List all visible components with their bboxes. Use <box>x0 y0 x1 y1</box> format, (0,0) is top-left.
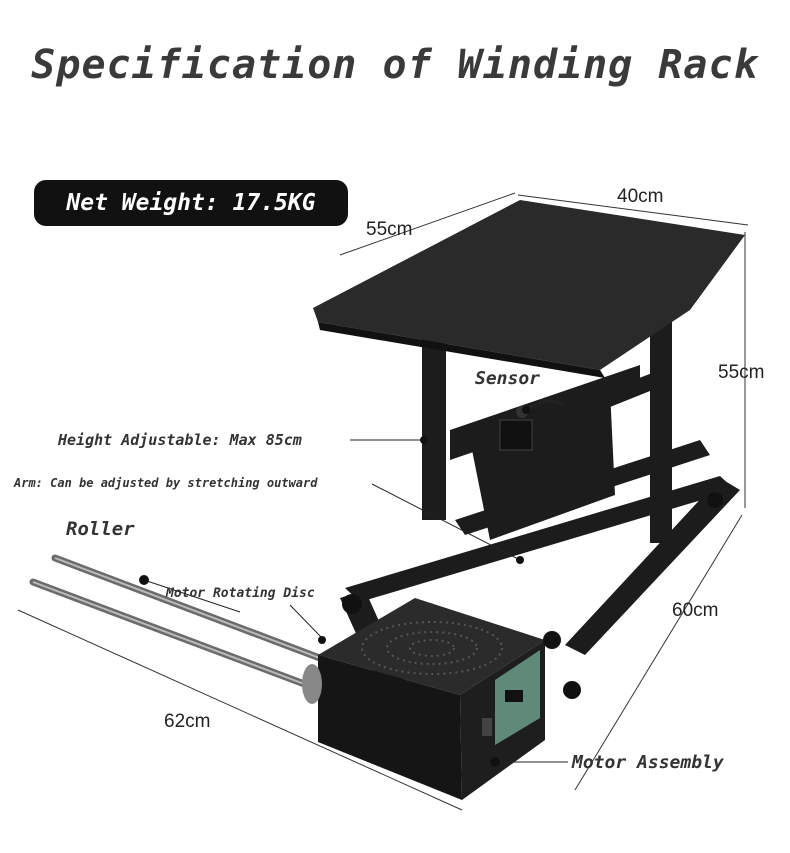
height-adjustable-label: Height Adjustable: Max 85cm <box>58 431 302 449</box>
top-width-dimension: 40cm <box>617 186 664 207</box>
arm-label: Arm: Can be adjusted by stretching outwa… <box>14 476 318 490</box>
leader-dots <box>139 406 530 767</box>
base-depth-dimension: 60cm <box>672 600 719 621</box>
motor-assembly-label: Motor Assembly <box>572 752 724 773</box>
leader-lines <box>143 397 568 763</box>
top-depth-dimension: 55cm <box>366 219 413 240</box>
arm-length-dimension: 62cm <box>164 711 211 732</box>
dimension-lines <box>17 192 749 811</box>
net-weight-badge: Net Weight: 17.5KG <box>34 180 348 226</box>
table-top <box>313 200 745 378</box>
motor-rotating-disc-label: Motor Rotating Disc <box>166 586 315 601</box>
height-dimension: 55cm <box>718 362 765 383</box>
roller-arms <box>29 554 329 692</box>
roller-label: Roller <box>66 518 135 540</box>
page-title: Specification of Winding Rack <box>31 42 759 88</box>
caster-wheels <box>342 492 723 699</box>
sensor-label: Sensor <box>475 368 541 389</box>
motor-box <box>302 598 545 800</box>
